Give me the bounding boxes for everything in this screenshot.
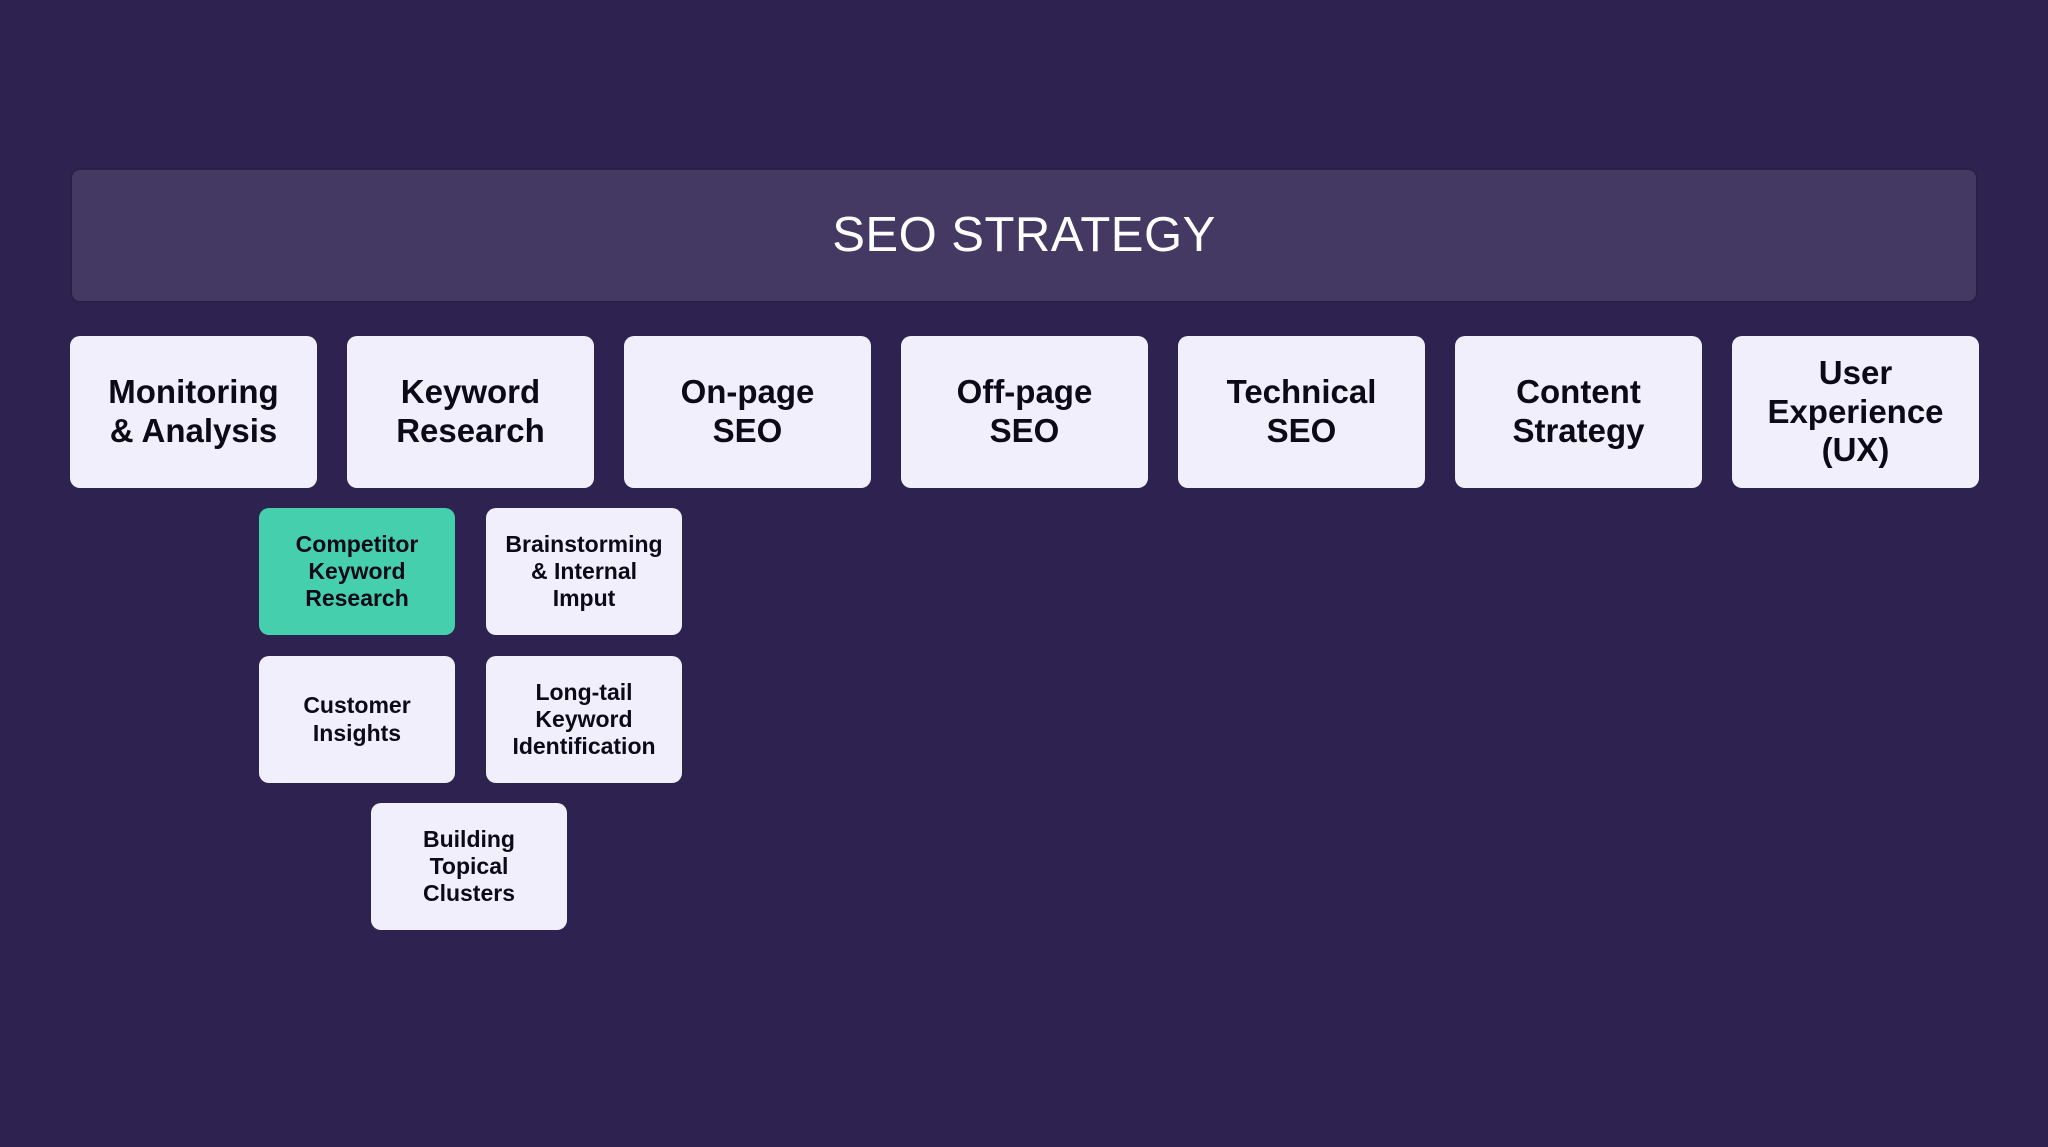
branch-node-label: User Experience (UX) xyxy=(1767,353,1944,469)
subnode-customer-insights[interactable]: Customer Insights xyxy=(259,656,455,783)
branch-node-on-page-seo[interactable]: On-page SEO xyxy=(624,336,871,488)
branch-node-label: Off-page SEO xyxy=(956,373,1093,449)
root-node-label: SEO STRATEGY xyxy=(832,207,1216,262)
branch-node-off-page-seo[interactable]: Off-page SEO xyxy=(901,336,1148,488)
subnode-long-tail-keyword-identification[interactable]: Long-tail Keyword Identification xyxy=(486,656,682,783)
branch-node-content-strategy[interactable]: Content Strategy xyxy=(1455,336,1702,488)
subnode-label: Brainstorming & Internal Imput xyxy=(505,530,663,612)
branch-node-monitoring-and-analysis[interactable]: Monitoring & Analysis xyxy=(70,336,317,488)
subnode-label: Competitor Keyword Research xyxy=(295,530,419,612)
subnode-building-topical-clusters[interactable]: Building Topical Clusters xyxy=(371,803,567,930)
subnode-brainstorming-and-internal-imput[interactable]: Brainstorming & Internal Imput xyxy=(486,508,682,635)
branch-node-label: Monitoring & Analysis xyxy=(108,373,279,449)
branch-node-keyword-research[interactable]: Keyword Research xyxy=(347,336,594,488)
branch-node-label: Content Strategy xyxy=(1512,373,1645,449)
subnode-label: Customer Insights xyxy=(303,692,411,746)
branch-node-technical-seo[interactable]: Technical SEO xyxy=(1178,336,1425,488)
subnode-competitor-keyword-research[interactable]: Competitor Keyword Research xyxy=(259,508,455,635)
branch-node-user-experience-ux[interactable]: User Experience (UX) xyxy=(1732,336,1979,488)
subnode-label: Building Topical Clusters xyxy=(422,825,516,907)
root-node-seo-strategy[interactable]: SEO STRATEGY xyxy=(70,168,1978,303)
branch-node-label: On-page SEO xyxy=(680,373,815,449)
subnode-label: Long-tail Keyword Identification xyxy=(512,678,656,760)
branch-node-label: Keyword Research xyxy=(396,373,545,449)
branch-node-label: Technical SEO xyxy=(1226,373,1377,449)
